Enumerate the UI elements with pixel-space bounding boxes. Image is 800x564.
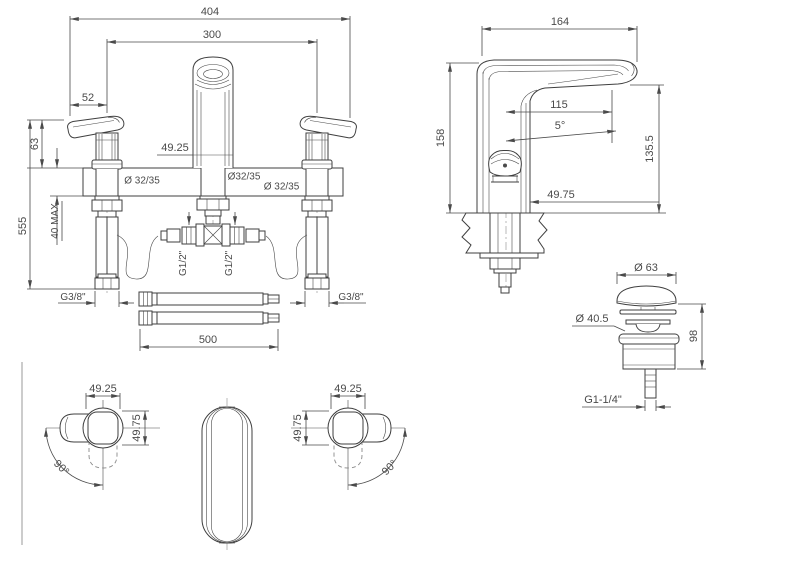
label-supply-thread-left: G3/8" — [60, 292, 86, 303]
label-tee-thread-right: G1/2" — [224, 250, 235, 276]
top-view-spout — [201, 398, 253, 552]
spout-profile — [476, 59, 638, 214]
drain-body — [618, 333, 680, 399]
left-valve-assembly — [58, 116, 158, 307]
tee-connector — [160, 212, 266, 247]
counter-section — [446, 212, 666, 294]
side-view: 164 158 115 5° 135.5 49.75 — [435, 16, 666, 294]
label-hole-right: Ø 32/35 — [264, 182, 300, 193]
dim-spout-reach: 115 — [550, 99, 568, 111]
dim-lhandle-depth: 49.75 — [131, 414, 143, 442]
dim-drain-height: 98 — [688, 330, 700, 342]
dim-outlet-height: 135.5 — [644, 135, 656, 163]
dim-handle-height: 63 — [29, 138, 41, 150]
dim-body-depth: 49.75 — [547, 189, 575, 201]
dim-rhandle-width: 49.25 — [334, 383, 362, 395]
dim-hole-spacing: 300 — [203, 29, 221, 41]
label-hole-left: Ø 32/35 — [124, 176, 160, 187]
label-hole-center: Ø32/35 — [228, 172, 261, 183]
dim-spout-angle: 5° — [555, 120, 566, 132]
dim-rhandle-depth: 49.75 — [292, 414, 304, 442]
supply-hose-1 — [138, 291, 280, 307]
dim-spout-height: 158 — [435, 129, 447, 147]
dim-flange-diameter: Ø 40.5 — [575, 313, 608, 325]
dim-spout-depth: 164 — [551, 16, 569, 28]
right-valve-assembly — [266, 116, 366, 307]
dim-hose-length: 500 — [199, 334, 217, 346]
dim-rhandle-rotation: 90° — [380, 458, 400, 478]
label-tail-thread: G1-1/4" — [584, 394, 622, 406]
dim-total-height: 555 — [17, 217, 29, 235]
dim-spout-offset: 49.25 — [161, 142, 189, 154]
drain-cap — [616, 285, 677, 307]
label-supply-thread-right: G3/8" — [338, 292, 364, 303]
front-view: 404 300 52 63 555 40 MAX 49.25 Ø 32/35 Ø… — [17, 6, 366, 351]
handle-side-profile — [488, 149, 522, 183]
dim-lhandle-rotation: 90° — [51, 458, 71, 478]
dim-deck-thickness: 40 MAX — [50, 203, 61, 239]
dim-handle-offset: 52 — [82, 92, 94, 104]
dim-overall-width: 404 — [201, 6, 219, 18]
dim-lhandle-width: 49.25 — [89, 383, 117, 395]
center-spout — [192, 56, 234, 225]
supply-hose-2 — [138, 310, 280, 326]
drain-view: Ø 63 Ø 40.5 98 G1-1/4" — [572, 262, 706, 411]
label-tee-thread-left: G1/2" — [178, 250, 189, 276]
dim-cap-diameter: Ø 63 — [634, 262, 658, 274]
